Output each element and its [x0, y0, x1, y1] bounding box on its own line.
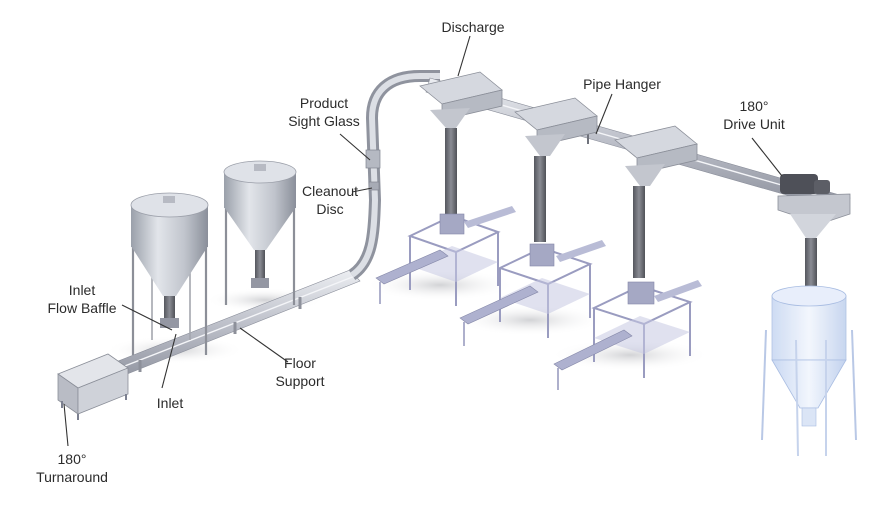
- label-turnaround-line-1: 180°: [57, 451, 87, 467]
- label-inlet-flow-baffle-line-2: Flow Baffle: [47, 300, 117, 316]
- label-discharge: Discharge: [428, 18, 518, 36]
- label-cleanout-disc: Cleanout Disc: [292, 182, 368, 218]
- hopper-left: [130, 192, 209, 355]
- label-cleanout-disc-line-1: Cleanout: [301, 183, 359, 199]
- label-inlet-flow-baffle: Inlet Flow Baffle: [38, 281, 126, 317]
- label-floor-support: Floor Support: [262, 354, 338, 390]
- label-pipe-hanger-line-1: Pipe Hanger: [583, 76, 661, 92]
- label-discharge-line-1: Discharge: [441, 19, 505, 35]
- label-floor-support-line-1: Floor: [284, 355, 316, 371]
- drive-unit: [777, 174, 851, 300]
- label-inlet-flow-baffle-line-1: Inlet: [68, 282, 96, 298]
- discharge-station-2: [459, 97, 606, 346]
- collection-bin: [761, 285, 857, 457]
- label-inlet: Inlet: [140, 394, 200, 412]
- label-product-sight-glass: Product Sight Glass: [276, 94, 372, 130]
- hopper-right: [223, 160, 297, 305]
- label-cleanout-disc-line-2: Disc: [316, 201, 344, 217]
- label-turnaround-line-2: Turnaround: [36, 469, 108, 485]
- label-pipe-hanger: Pipe Hanger: [572, 75, 672, 93]
- label-floor-support-line-2: Support: [275, 373, 325, 389]
- floor-shadows: [105, 269, 710, 371]
- label-inlet-line-1: Inlet: [156, 395, 184, 411]
- turnaround-box: [57, 353, 129, 420]
- discharge-station-1: [375, 71, 516, 306]
- riser-pipe: [348, 70, 440, 281]
- leader-lines: [63, 35, 783, 447]
- label-product-sight-glass-line-1: Product: [299, 95, 349, 111]
- discharge-station-3: [553, 125, 702, 390]
- label-drive-unit: 180° Drive Unit: [706, 97, 802, 133]
- label-drive-unit-line-2: Drive Unit: [723, 116, 785, 132]
- label-turnaround: 180° Turnaround: [24, 450, 120, 486]
- label-drive-unit-line-1: 180°: [739, 98, 769, 114]
- label-product-sight-glass-line-2: Sight Glass: [288, 113, 360, 129]
